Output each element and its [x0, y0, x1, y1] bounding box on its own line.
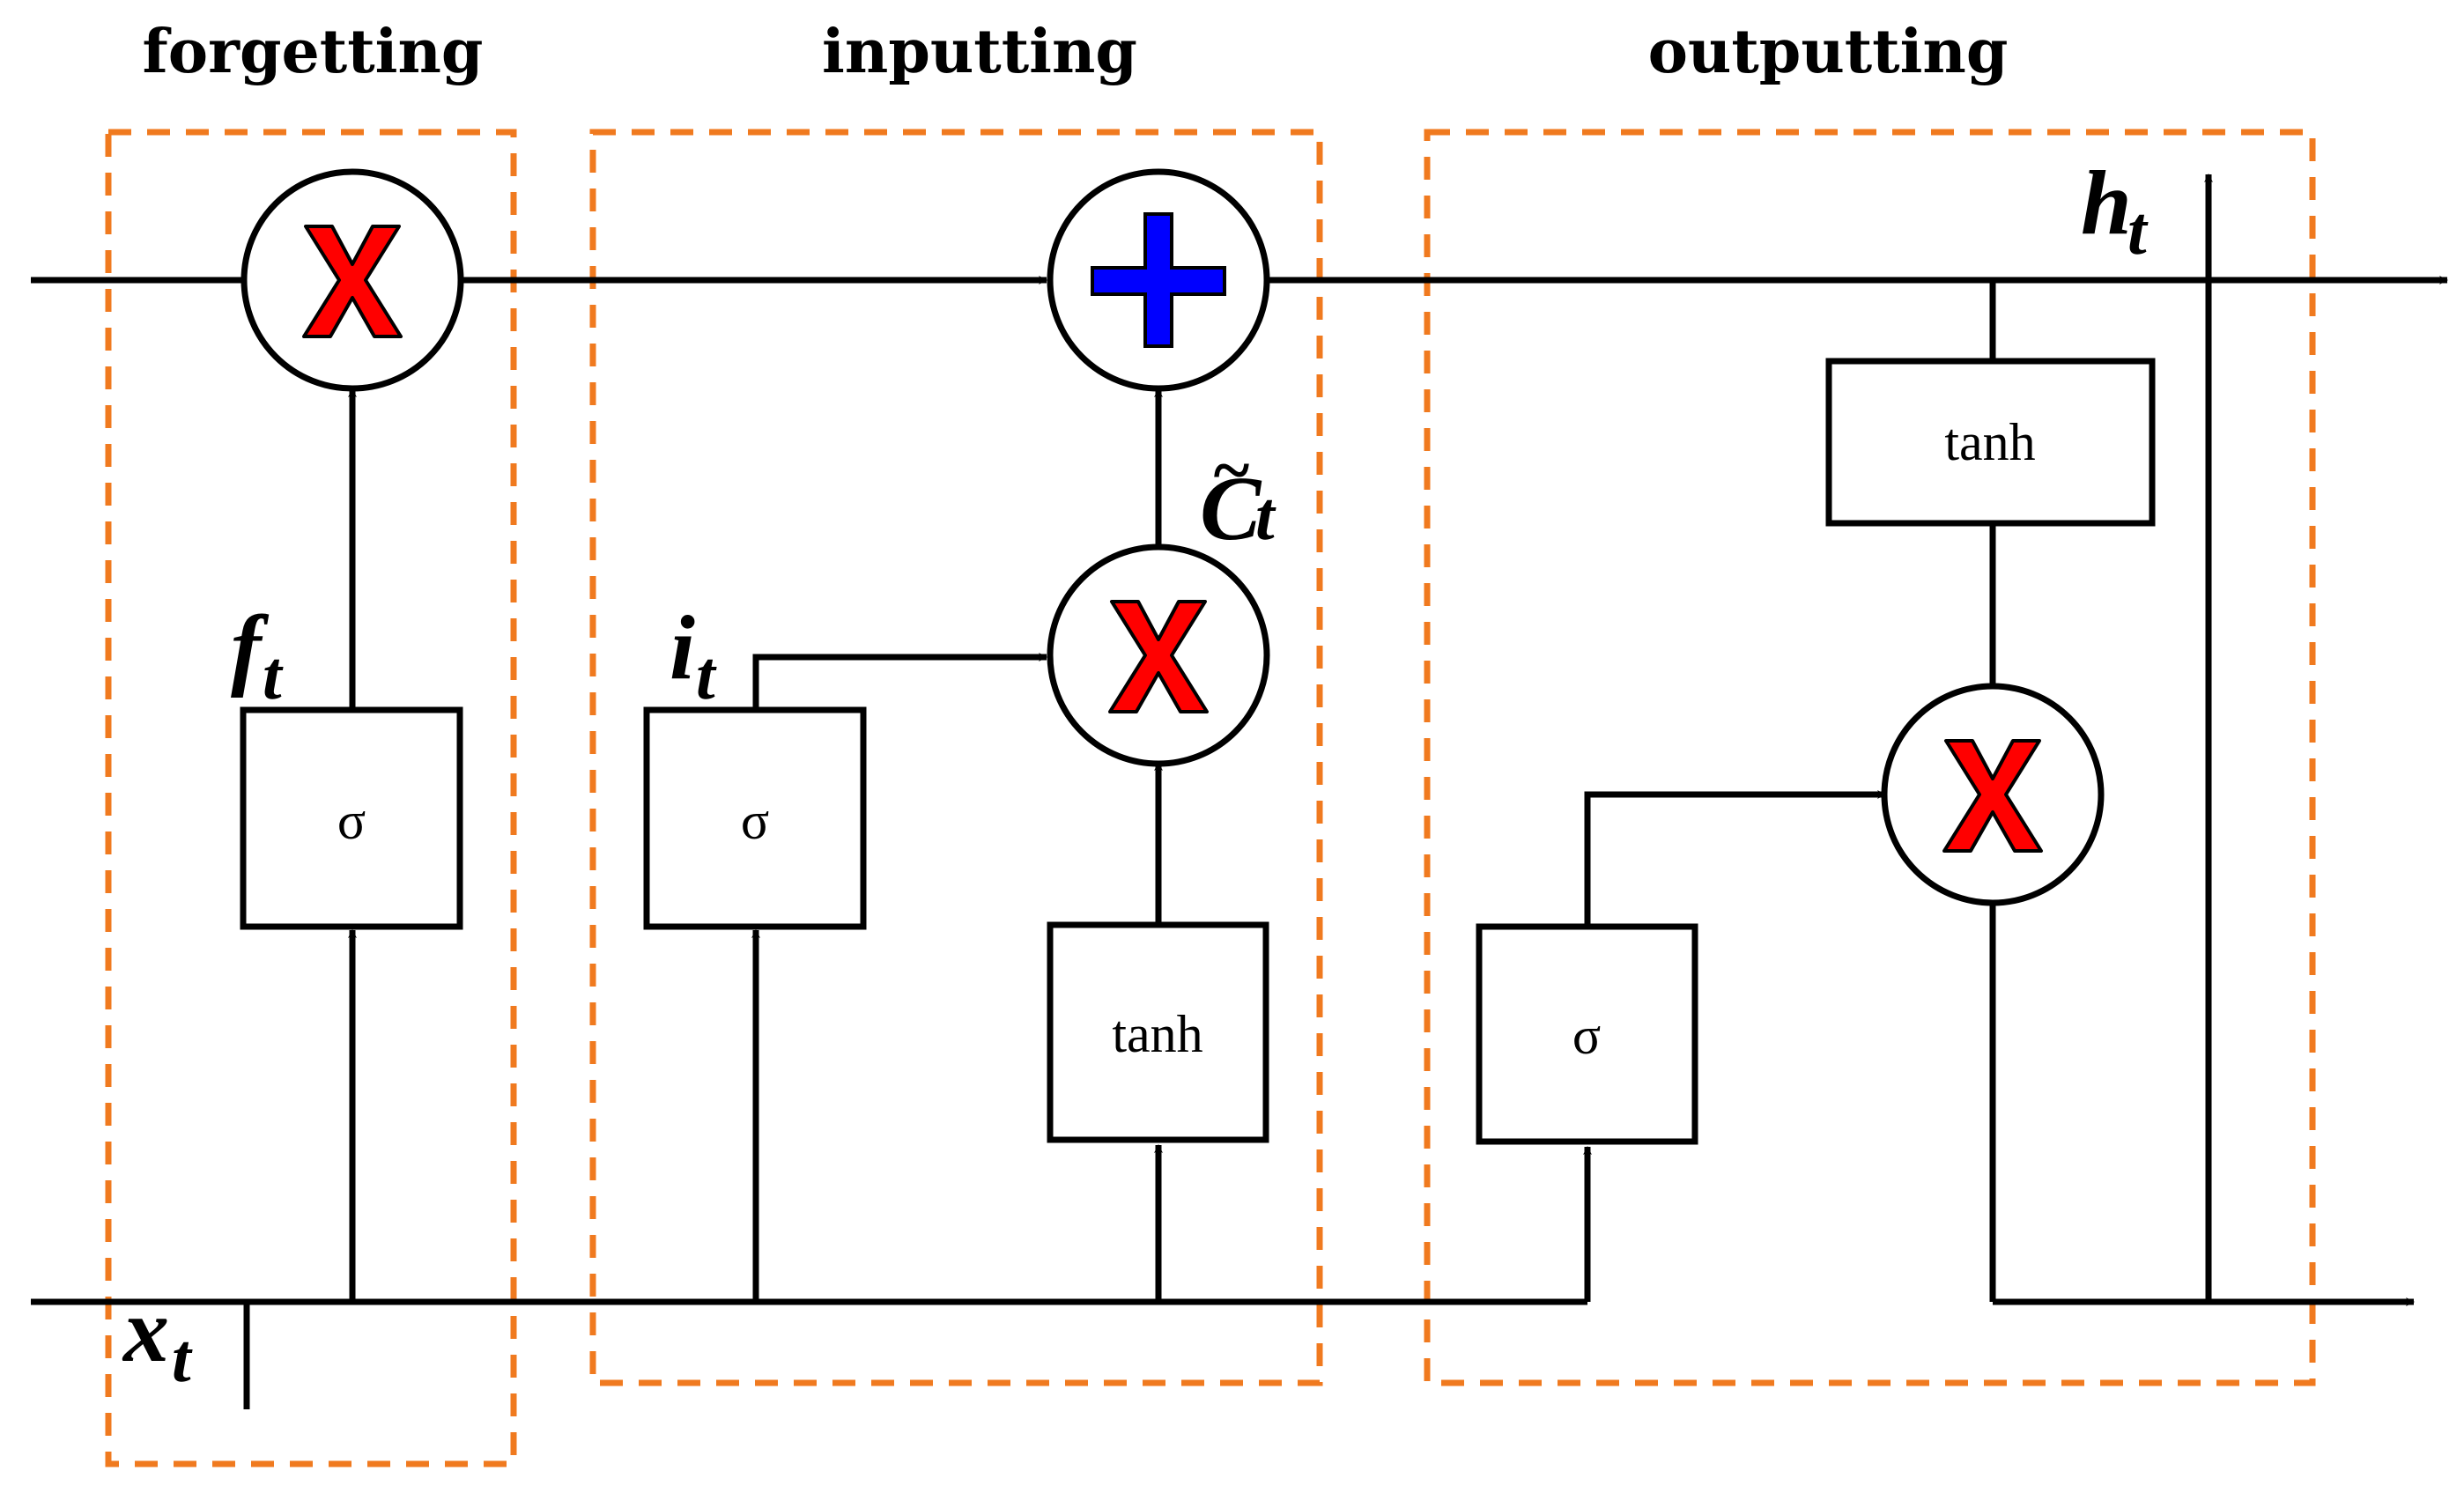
- input-x-symbol: x t: [122, 1280, 193, 1396]
- inputting-title: inputting: [822, 17, 1137, 87]
- forget-gate-symbol: f t: [231, 597, 284, 713]
- x-symbol-base: x: [122, 1280, 169, 1381]
- output-sigma-box: σ: [1476, 923, 1698, 1145]
- input-sigma-label: σ: [741, 792, 769, 850]
- output-sigma-out-arrow: [1584, 790, 1886, 927]
- output-tanh-label: tanh: [1944, 413, 2035, 471]
- x-symbol-sub: t: [172, 1319, 193, 1396]
- input-gate-symbol: i t: [670, 597, 717, 713]
- forget-sigma-label: σ: [337, 792, 366, 850]
- input-tanh-box: tanh: [1047, 921, 1269, 1143]
- forget-sigma-box: σ: [240, 706, 463, 930]
- input-multiply-node: [1047, 543, 1270, 767]
- input-tanh-label: tanh: [1112, 1005, 1202, 1063]
- multiply-icon: [1942, 739, 2043, 853]
- hidden-symbol-sub: t: [2127, 192, 2149, 269]
- forget-symbol-sub: t: [263, 637, 284, 713]
- input-line: [31, 1146, 2415, 1409]
- cell-add-node: [1047, 168, 1270, 392]
- inputting-region: [589, 129, 1323, 1386]
- multiply-icon: [302, 225, 403, 338]
- outputting-title: outputting: [1648, 17, 2009, 87]
- input-sigma-out-arrow: [752, 653, 1047, 710]
- outputting-region: [1424, 129, 2316, 1386]
- candidate-symbol-base: C: [1200, 458, 1262, 559]
- input-symbol-sub: t: [696, 637, 717, 713]
- hidden-state-symbol: h t: [2081, 152, 2149, 269]
- forget-multiply-node: [240, 168, 464, 392]
- forgetting-region: [105, 129, 517, 1467]
- output-multiply-node: [1881, 683, 2105, 906]
- hidden-symbol-base: h: [2081, 152, 2132, 254]
- candidate-symbol-sub: t: [1255, 477, 1276, 554]
- output-sigma-label: σ: [1572, 1007, 1601, 1065]
- output-tanh-box: tanh: [1825, 358, 2156, 527]
- multiply-icon: [1108, 600, 1209, 713]
- forgetting-title: forgetting: [143, 17, 484, 87]
- input-symbol-base: i: [670, 597, 695, 698]
- input-sigma-box: σ: [643, 706, 867, 930]
- add-icon: [1091, 212, 1226, 348]
- candidate-symbol: ~ C t: [1200, 432, 1276, 559]
- candidate-symbol-accent: ~: [1211, 432, 1250, 508]
